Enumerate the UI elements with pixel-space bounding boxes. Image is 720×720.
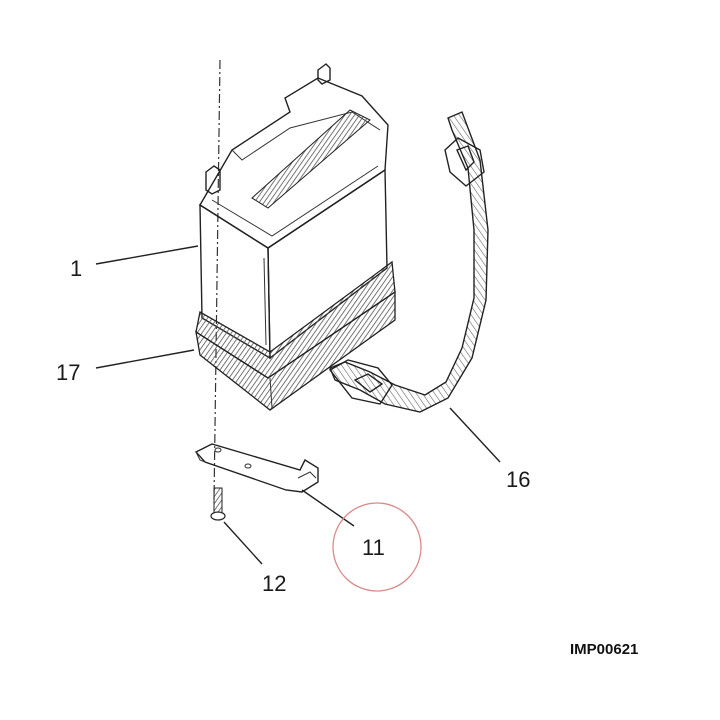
bracket-part bbox=[194, 443, 319, 493]
leader-line-11 bbox=[301, 489, 355, 527]
callout-11: 11 bbox=[362, 535, 385, 560]
leader-line-17 bbox=[95, 349, 195, 369]
battery-vent-strip bbox=[251, 109, 371, 209]
callout-17: 17 bbox=[56, 360, 80, 385]
callout-1: 1 bbox=[70, 256, 82, 281]
battery-part bbox=[199, 63, 389, 360]
center-axis-line bbox=[213, 59, 221, 501]
callout-12: 12 bbox=[262, 571, 286, 596]
battery-strap-part bbox=[328, 111, 489, 413]
battery-tray-part bbox=[195, 260, 396, 411]
leader-line-1 bbox=[95, 245, 199, 265]
screw-part bbox=[210, 487, 226, 521]
highlight-circle bbox=[332, 502, 422, 592]
leader-line-12 bbox=[223, 521, 263, 565]
reference-code: IMP00621 bbox=[570, 641, 638, 658]
callout-16: 16 bbox=[506, 467, 530, 492]
leader-line-16 bbox=[449, 407, 501, 463]
